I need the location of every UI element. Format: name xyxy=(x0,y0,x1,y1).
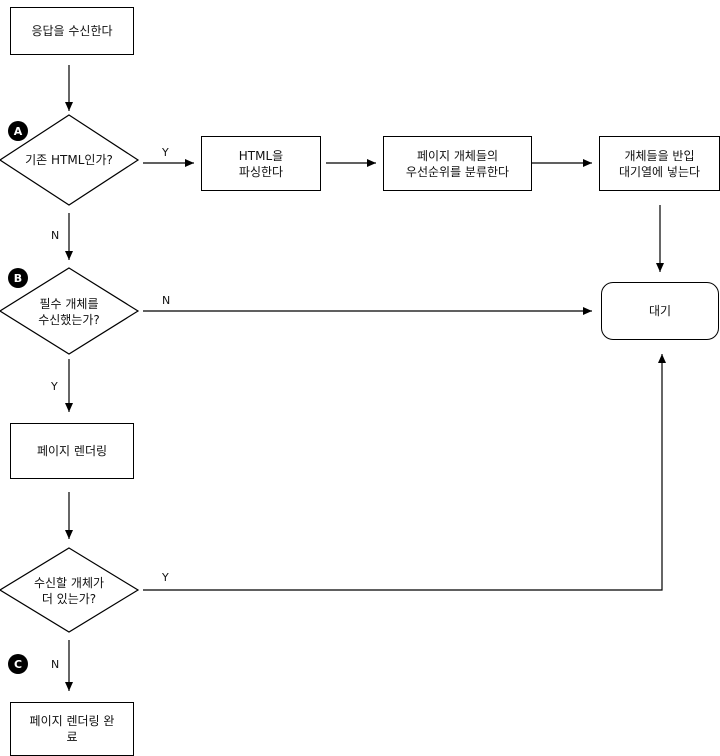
decision-is-html-label: 기존 HTML인가? xyxy=(25,153,113,167)
badge-b: B xyxy=(8,268,28,288)
node-done-line2: 료 xyxy=(66,730,78,744)
decision-required-received: 필수 개체를 수신했는가? xyxy=(0,295,138,329)
badge-c: C xyxy=(8,654,28,674)
decision-diamond-more xyxy=(0,547,140,633)
decision-required-line2: 수신했는가? xyxy=(38,313,100,327)
edge-label-more-yes: Y xyxy=(162,571,169,584)
edge-label-required-yes: Y xyxy=(51,380,58,393)
decision-more-line1: 수신할 개체가 xyxy=(33,576,105,590)
node-classify-priority: 페이지 개체들의 우선순위를 분류한다 xyxy=(383,136,532,191)
node-queue-line2: 대기열에 넣는다 xyxy=(618,164,701,179)
node-parse-html-line1: HTML을 xyxy=(238,148,284,163)
node-parse-html-line2: 파싱한다 xyxy=(238,164,284,179)
badge-c-label: C xyxy=(13,657,23,671)
decision-diamond-required xyxy=(0,267,140,355)
decision-required-line1: 필수 개체를 xyxy=(39,297,99,311)
edge-label-html-no: N xyxy=(51,229,60,242)
node-add-to-queue: 개체들을 반입 대기열에 넣는다 xyxy=(599,136,720,191)
badge-a: A xyxy=(8,121,28,141)
decision-more-line2: 더 있는가? xyxy=(41,592,97,606)
node-done-line1: 페이지 렌더링 완 xyxy=(29,714,115,728)
node-classify-line1: 페이지 개체들의 xyxy=(416,148,499,163)
node-render-page: 페이지 렌더링 xyxy=(10,423,134,479)
decision-is-html: 기존 HTML인가? xyxy=(0,150,138,170)
node-wait: 대기 xyxy=(601,282,719,340)
node-receive-response-label: 응답을 수신한다 xyxy=(31,24,113,38)
badge-b-label: B xyxy=(13,271,23,285)
edge-label-required-no: N xyxy=(162,294,171,307)
node-receive-response: 응답을 수신한다 xyxy=(10,7,134,55)
node-wait-label: 대기 xyxy=(648,304,672,318)
decision-diamond-is-html xyxy=(0,114,140,206)
node-parse-html: HTML을 파싱한다 xyxy=(201,136,321,191)
edge-label-html-yes: Y xyxy=(162,146,169,159)
node-classify-line2: 우선순위를 분류한다 xyxy=(405,164,510,179)
node-queue-line1: 개체들을 반입 xyxy=(624,148,695,163)
node-render-complete: 페이지 렌더링 완 료 xyxy=(10,702,134,756)
node-render-page-label: 페이지 렌더링 xyxy=(36,444,108,458)
decision-more-objects: 수신할 개체가 더 있는가? xyxy=(0,574,138,608)
badge-a-label: A xyxy=(13,124,23,138)
edge-label-more-no: N xyxy=(51,658,60,671)
